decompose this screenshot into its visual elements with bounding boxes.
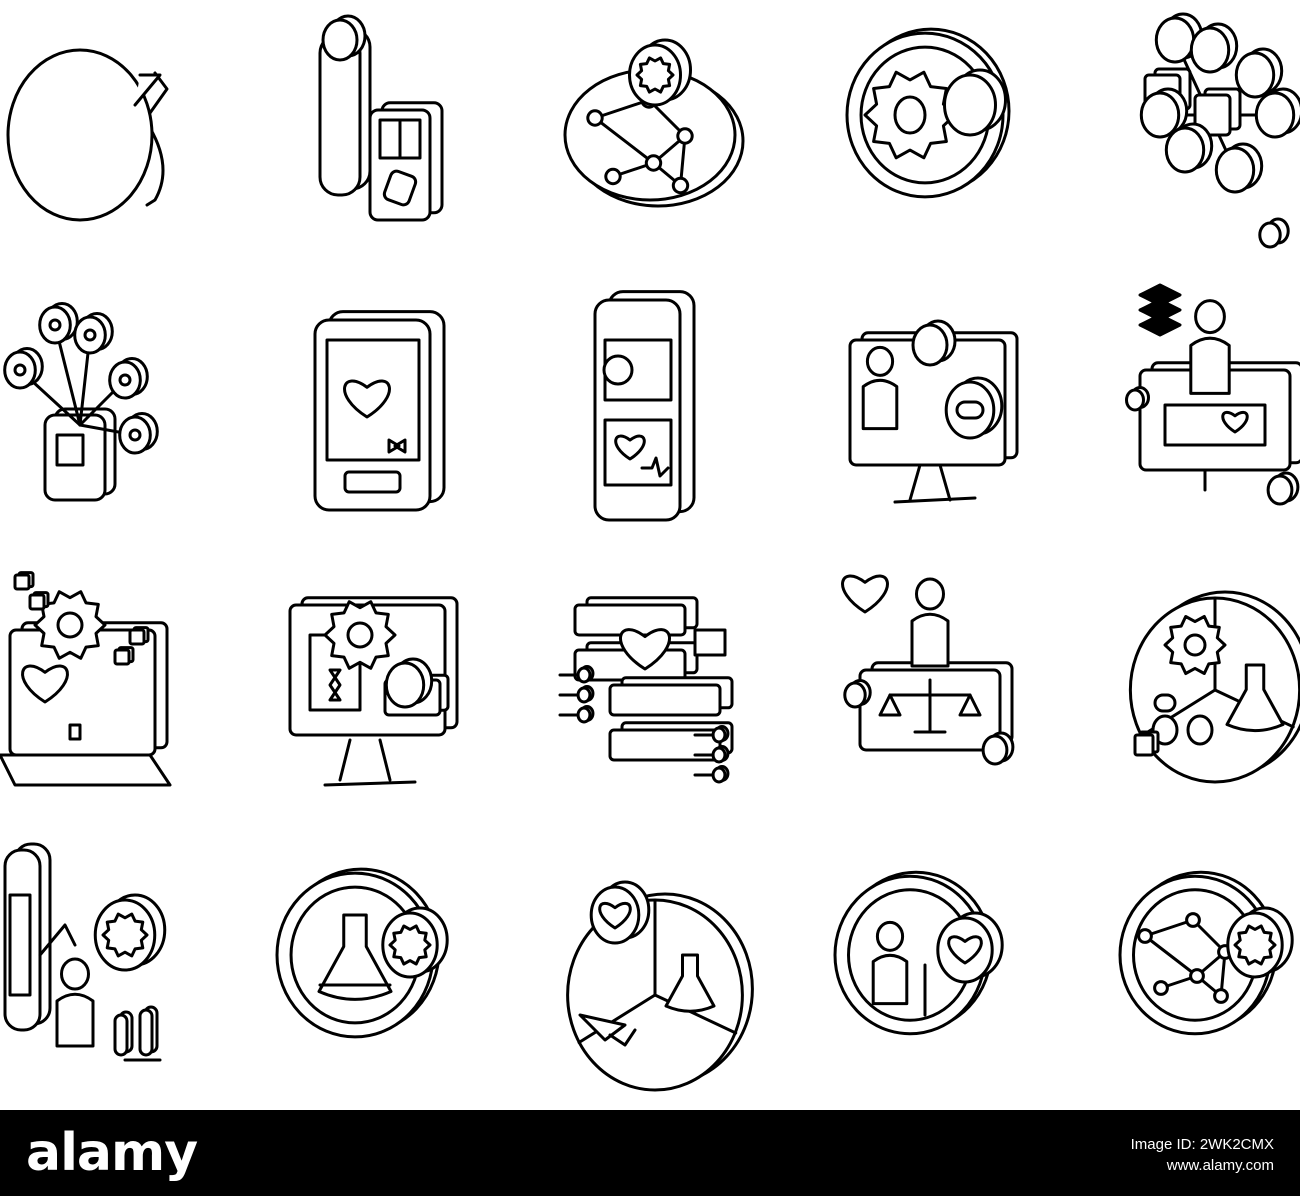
molecule-gear-search-icon	[1118, 870, 1294, 1079]
gear-magnifier-icon	[845, 27, 1027, 244]
speech-bubble-icon	[6, 48, 169, 222]
isometric-icon-grid	[0, 12, 1300, 1092]
icon-sheet	[0, 12, 1300, 1092]
molecule-petri-icon	[563, 38, 745, 208]
server-heart-icon	[558, 596, 734, 784]
flask-pie-chart-icon	[1128, 590, 1300, 784]
heart-pie-chart-icon	[566, 880, 754, 1092]
alamy-logo: alamy	[26, 1123, 198, 1183]
laptop-heart-settings-icon	[0, 571, 172, 787]
site-label: www.alamy.com	[1166, 1157, 1274, 1174]
flip-phone-device-icon	[318, 14, 444, 222]
heart-tablet-icon	[313, 310, 446, 512]
person-heart-search-icon	[833, 870, 1008, 1079]
flask-search-icon	[275, 867, 457, 1084]
stock-watermark-bar: alamy Image ID: 2WK2CMX www.alamy.com	[0, 1110, 1300, 1196]
image-id-label: Image ID: 2WK2CMX	[1130, 1136, 1274, 1153]
test-tube-person-icon	[3, 842, 167, 1062]
patient-monitor-icon	[848, 319, 1019, 504]
image-meta: Image ID: 2WK2CMX www.alamy.com	[1131, 1134, 1274, 1176]
justice-scales-person-icon	[841, 574, 1015, 766]
monitor-file-settings-icon	[288, 596, 459, 787]
heart-phone-icon	[593, 290, 696, 522]
molecule-vase-icon	[3, 302, 159, 502]
doctor-screen-icon	[1125, 283, 1300, 506]
molecule-network-icon	[1139, 12, 1300, 249]
